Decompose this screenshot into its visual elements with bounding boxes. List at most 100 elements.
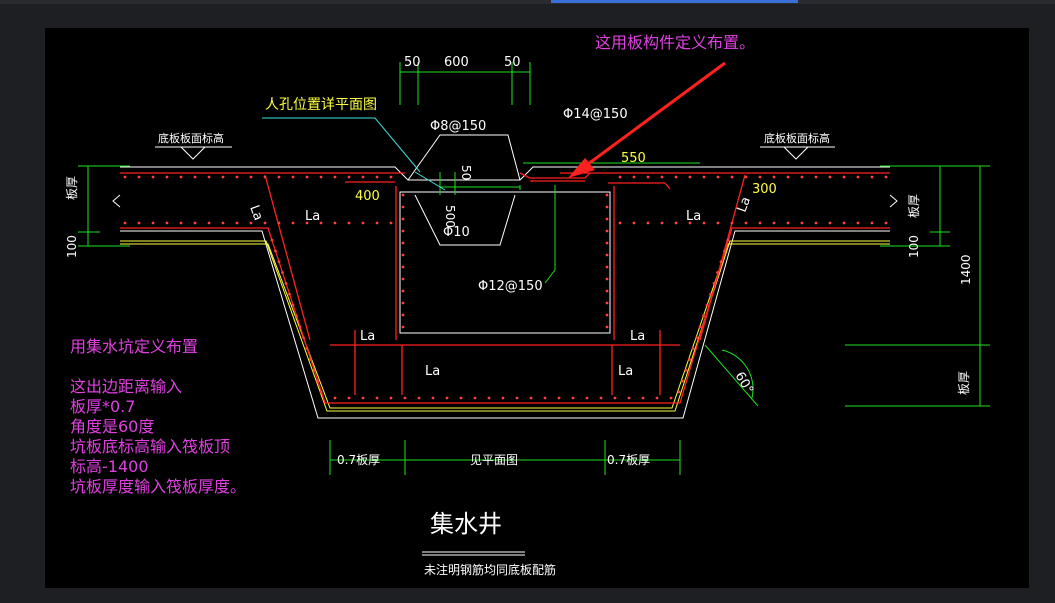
la-label-slope-left: La <box>246 203 265 222</box>
rebar-dot <box>291 175 295 179</box>
rebar-dot <box>571 396 575 400</box>
label-phi12: Φ12@150 <box>478 279 543 294</box>
rebar-dot <box>677 390 681 394</box>
rebar-dot <box>123 175 127 179</box>
rebar-dot <box>681 379 684 383</box>
rebar-dot <box>716 271 719 274</box>
rebar-dot <box>786 221 790 225</box>
note-line: 标高-1400 <box>70 457 149 476</box>
rebar-dot <box>691 347 695 350</box>
rebar-dot <box>712 282 716 285</box>
la-label-3: La <box>360 329 375 344</box>
rebar-dot <box>605 277 609 281</box>
rebar-dot <box>270 238 274 242</box>
rebar-dot <box>375 221 379 225</box>
rebar-dot <box>688 357 691 361</box>
rebar-dot <box>389 221 393 225</box>
rebar-dot <box>684 368 688 372</box>
rebar-dot <box>828 175 832 179</box>
rebar-dot <box>333 396 337 400</box>
rebar-dot <box>319 221 323 225</box>
top-bar <box>0 0 1055 4</box>
rebar-dot <box>319 390 323 394</box>
rebar-dot <box>730 175 734 179</box>
rebar-dot <box>389 175 393 179</box>
rebar-dot <box>263 175 267 179</box>
rebar-dot <box>288 292 291 296</box>
dim-hole-50: 50 <box>459 165 473 180</box>
rebar-dot <box>193 221 197 225</box>
rebar-dot <box>605 241 609 245</box>
rebar-dot <box>284 282 288 285</box>
dim-bottom-left: 0.7板厚 <box>337 453 380 467</box>
rebar-dot <box>870 221 874 225</box>
note-line: 角度是60度 <box>70 417 154 436</box>
rebar-dot <box>870 175 874 179</box>
dim-bottom-right: 0.7板厚 <box>607 453 650 467</box>
rebar-dots <box>123 175 888 400</box>
rebar-dot <box>277 175 281 179</box>
rebar-dot <box>646 175 650 179</box>
label-elev-left: 底板板面标高 <box>158 131 224 145</box>
pointer-arrow <box>568 61 726 178</box>
manhole-neck <box>414 194 516 246</box>
la-label-2: La <box>686 209 701 224</box>
rebar-dot <box>856 221 860 225</box>
rebar-dot <box>688 221 692 225</box>
rebar-dot <box>515 396 519 400</box>
rebar-dot <box>599 396 603 400</box>
rebar-dot <box>716 175 720 179</box>
rebar-dot <box>401 313 405 317</box>
label-manhole: 人孔位置详平面图 <box>265 97 377 113</box>
rebar-dot <box>401 325 405 329</box>
rebar-dot <box>646 221 650 225</box>
rebar-dot <box>726 238 730 242</box>
rebar-dot <box>529 396 533 400</box>
rebar-dot <box>445 396 449 400</box>
rebar-dot <box>543 396 547 400</box>
dim-total-1400: 1400 <box>959 254 973 285</box>
rebar-dot <box>744 221 748 225</box>
rebar-dot <box>814 221 818 225</box>
rebar-dot <box>274 249 277 253</box>
rebar-dot <box>401 229 405 233</box>
rebar-dot <box>605 325 609 329</box>
rebar-dot <box>207 175 211 179</box>
rebar-dot <box>660 175 664 179</box>
rebar-dot <box>361 396 365 400</box>
rebar-dot <box>291 303 295 307</box>
rebar-dot <box>605 217 609 221</box>
rebar-dot <box>695 336 698 340</box>
rebar-dot <box>277 260 281 264</box>
rebar-dot <box>814 175 818 179</box>
rebar-dot <box>655 396 659 400</box>
rebar-dot <box>361 175 365 179</box>
rebar-dot <box>319 175 323 179</box>
drawing-subtitle: 未注明钢筋均同底板配筋 <box>424 562 556 577</box>
angle-60: 60° <box>732 370 757 397</box>
dim-top-50-right: 50 <box>504 55 521 70</box>
rebar-dot <box>800 175 804 179</box>
rebar-dot <box>605 265 609 269</box>
rebar-dot <box>605 253 609 257</box>
break-mark-right <box>889 194 898 208</box>
rebar-dot <box>281 271 284 274</box>
rebar-dot <box>674 221 678 225</box>
la-label-slope-right: La <box>735 195 754 214</box>
rebar-dot <box>730 221 734 225</box>
rebar <box>120 172 890 404</box>
rebar-dot <box>305 221 309 225</box>
rebar-dot <box>401 253 405 257</box>
dim-300: 300 <box>752 182 777 197</box>
rebar-dot <box>401 265 405 269</box>
rebar-dot <box>165 221 169 225</box>
elevation-markers <box>155 146 835 160</box>
rebar-dot <box>800 221 804 225</box>
break-mark-left <box>112 194 121 208</box>
rebar-dot <box>632 221 636 225</box>
rebar-dot <box>660 221 664 225</box>
note-line: 坑板厚度输入筏板厚度。 <box>70 477 246 496</box>
rebar-dot <box>702 175 706 179</box>
cad-canvas[interactable]: 50 600 50 Φ8@150 Φ14@150 Φ10 Φ12@150 底板板… <box>45 28 1029 588</box>
dim-left-100: 100 <box>65 235 79 258</box>
